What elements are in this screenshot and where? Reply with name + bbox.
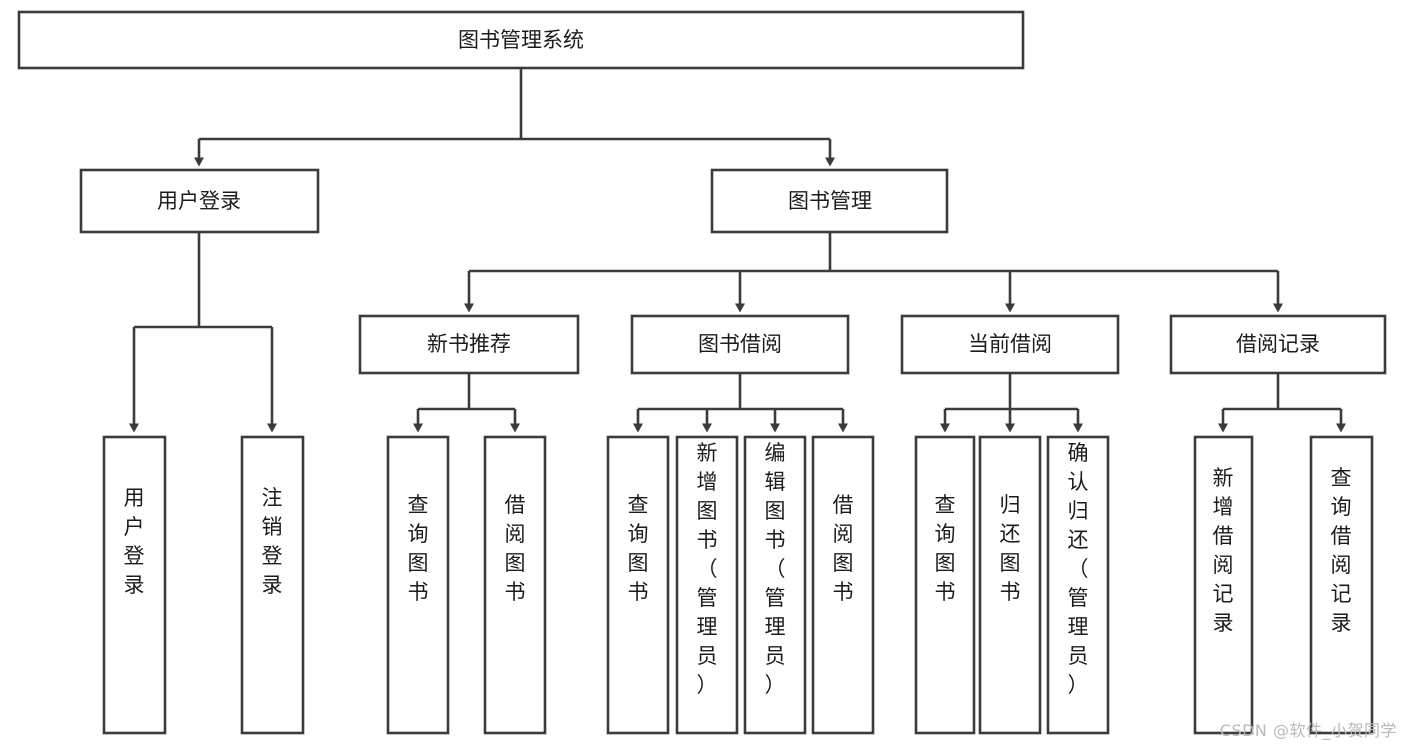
node-current-borrow-box[interactable] xyxy=(900,314,1120,375)
node-leaf-edit-book-label: 编辑图书（管理员） xyxy=(765,441,786,697)
node-user-login[interactable]: 用户登录 xyxy=(79,168,320,234)
connector-group-book-manage xyxy=(464,232,1283,313)
node-book-manage-box[interactable] xyxy=(710,168,949,234)
node-leaf-borrow-book-1-box[interactable] xyxy=(483,435,547,735)
node-leaf-user-login-box[interactable] xyxy=(102,435,167,735)
connector-group-borrow-record xyxy=(1218,373,1346,433)
node-leaf-return-book-label: 归还图书 xyxy=(1000,493,1021,604)
node-borrow-record-label: 借阅记录 xyxy=(1236,332,1320,356)
connector-group-book-borrow xyxy=(633,373,848,433)
node-leaf-confirm-return-box[interactable] xyxy=(1046,435,1110,735)
node-leaf-query-book-3[interactable]: 查询图书 xyxy=(914,435,976,735)
node-leaf-query-book-2[interactable]: 查询图书 xyxy=(606,435,670,735)
node-leaf-add-record[interactable]: 新增借阅记录 xyxy=(1193,435,1254,735)
node-leaf-borrow-book-2[interactable]: 借阅图书 xyxy=(811,435,875,735)
node-leaf-user-logout-box[interactable] xyxy=(240,435,305,735)
node-leaf-query-book-3-box[interactable] xyxy=(914,435,976,735)
node-book-borrow[interactable]: 图书借阅 xyxy=(630,314,850,375)
node-leaf-borrow-book-2-box[interactable] xyxy=(811,435,875,735)
node-leaf-user-logout[interactable]: 注销登录 xyxy=(240,435,305,735)
node-leaf-user-logout-label: 注销登录 xyxy=(262,486,283,597)
node-leaf-query-book-3-label: 查询图书 xyxy=(935,493,956,604)
node-leaf-edit-book-box[interactable] xyxy=(743,435,807,735)
node-leaf-query-record[interactable]: 查询借阅记录 xyxy=(1309,435,1374,735)
node-leaf-borrow-book-1-label: 借阅图书 xyxy=(505,493,526,604)
node-book-manage[interactable]: 图书管理 xyxy=(710,168,949,234)
node-user-login-label: 用户登录 xyxy=(157,189,241,213)
node-current-borrow[interactable]: 当前借阅 xyxy=(900,314,1120,375)
connector-group-user-login xyxy=(129,232,277,433)
node-leaf-add-record-label: 新增借阅记录 xyxy=(1213,466,1234,635)
node-leaf-user-login[interactable]: 用户登录 xyxy=(102,435,167,735)
node-borrow-record[interactable]: 借阅记录 xyxy=(1169,314,1387,375)
node-leaf-borrow-book-1[interactable]: 借阅图书 xyxy=(483,435,547,735)
node-root[interactable]: 图书管理系统 xyxy=(17,10,1025,70)
node-leaf-confirm-return[interactable]: 确认归还（管理员） xyxy=(1046,435,1110,735)
node-leaf-borrow-book-2-label: 借阅图书 xyxy=(833,493,854,604)
node-borrow-record-box[interactable] xyxy=(1169,314,1387,375)
node-new-book-rec-label: 新书推荐 xyxy=(427,332,511,356)
node-leaf-add-book-box[interactable] xyxy=(675,435,739,735)
node-book-borrow-box[interactable] xyxy=(630,314,850,375)
node-leaf-query-book-2-label: 查询图书 xyxy=(628,493,649,604)
node-leaf-add-record-box[interactable] xyxy=(1193,435,1254,735)
node-leaf-edit-book[interactable]: 编辑图书（管理员） xyxy=(743,435,807,735)
node-leaf-query-record-box[interactable] xyxy=(1309,435,1374,735)
node-book-manage-label: 图书管理 xyxy=(788,189,872,213)
node-leaf-return-book-box[interactable] xyxy=(978,435,1042,735)
node-leaf-confirm-return-label: 确认归还（管理员） xyxy=(1068,441,1089,697)
node-new-book-rec-box[interactable] xyxy=(358,314,580,375)
connector-group-new-book-rec xyxy=(413,373,520,433)
connector-group-current-borrow xyxy=(940,373,1083,433)
node-leaf-query-book-1-box[interactable] xyxy=(386,435,450,735)
node-leaf-query-book-2-box[interactable] xyxy=(606,435,670,735)
node-user-login-box[interactable] xyxy=(79,168,320,234)
node-leaf-return-book[interactable]: 归还图书 xyxy=(978,435,1042,735)
node-root-label: 图书管理系统 xyxy=(458,28,584,52)
node-leaf-query-book-1[interactable]: 查询图书 xyxy=(386,435,450,735)
node-new-book-rec[interactable]: 新书推荐 xyxy=(358,314,580,375)
node-leaf-query-record-label: 查询借阅记录 xyxy=(1331,466,1352,635)
node-leaf-add-book-label: 新增图书（管理员） xyxy=(697,441,718,697)
connector-group-root xyxy=(194,68,835,167)
node-current-borrow-label: 当前借阅 xyxy=(968,332,1052,356)
node-leaf-query-book-1-label: 查询图书 xyxy=(408,493,429,604)
node-root-box[interactable] xyxy=(17,10,1025,70)
node-leaf-add-book[interactable]: 新增图书（管理员） xyxy=(675,435,739,735)
node-book-borrow-label: 图书借阅 xyxy=(698,332,782,356)
node-leaf-user-login-label: 用户登录 xyxy=(124,486,145,597)
